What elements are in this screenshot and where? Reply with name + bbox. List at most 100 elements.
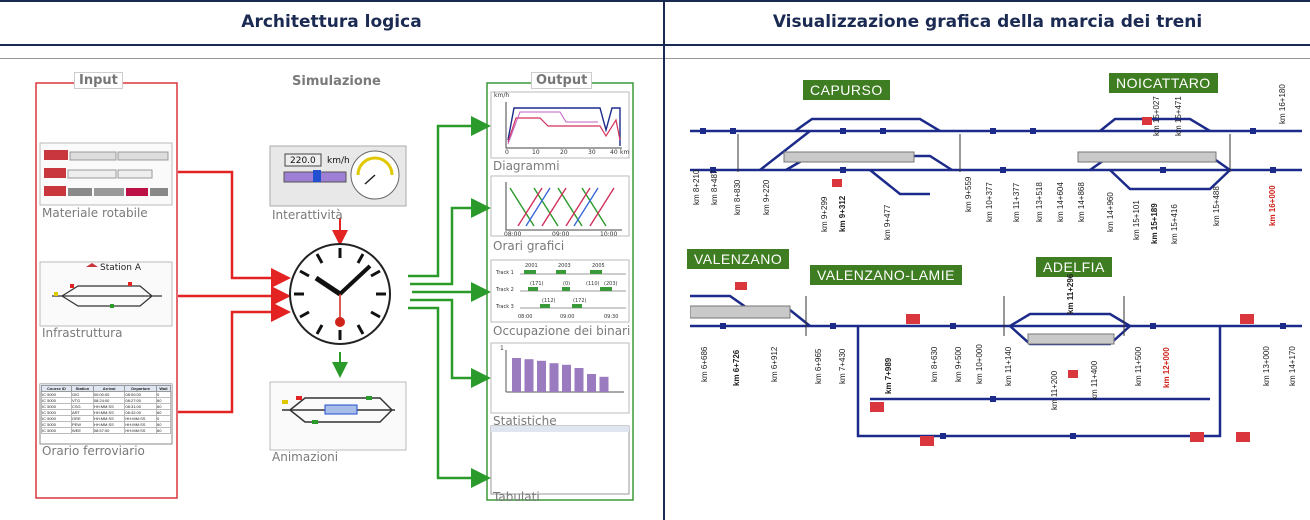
- stats-bar: [599, 376, 609, 392]
- speed-value: 220.0: [290, 156, 316, 166]
- input-label-rolling-stock: Materiale rotabile: [42, 206, 148, 220]
- timetable-axis-2: 10:00: [600, 231, 618, 238]
- building-adelfia: [1068, 370, 1078, 378]
- platform-noicattaro: [1077, 151, 1217, 163]
- stats-bar: [537, 360, 546, 392]
- table-cell: WEE: [70, 427, 94, 434]
- signal-red-4: [1190, 432, 1204, 442]
- diagram-x-10: 10: [532, 149, 540, 156]
- km-label: km 15+488: [1212, 186, 1221, 226]
- diagram-x-unit: km: [620, 149, 630, 156]
- output-label-statistics: Statistiche: [493, 414, 557, 428]
- km-label: km 15+471: [1174, 96, 1183, 136]
- speed-unit: km/h: [327, 156, 350, 166]
- track-num-110: (110): [586, 281, 600, 287]
- km-label: km 14+868: [1077, 182, 1086, 222]
- graphic-timetable-thumbnail: [490, 175, 630, 237]
- track-axis-2: 09:30: [604, 314, 619, 320]
- station-a-label: Station A: [100, 263, 142, 273]
- track-num-2003: 2003: [558, 263, 571, 269]
- track-label-2: Track 2: [496, 287, 514, 293]
- km-label: km 6+965: [814, 348, 823, 384]
- platform-valenzano: [690, 305, 791, 319]
- table-cell: HH:MM:SS: [124, 427, 157, 434]
- diagram-x-0: 0: [505, 149, 509, 156]
- sim-label-interactivity: Interattività: [272, 208, 343, 222]
- km-label: km 14+960: [1106, 192, 1115, 232]
- km-label: km 15+101: [1132, 200, 1141, 240]
- track-num-0: (0): [563, 281, 571, 287]
- km-label: km 8+487: [710, 169, 719, 205]
- track-axis-0: 08:00: [518, 314, 533, 320]
- km-label: km 9+220: [762, 179, 771, 215]
- input-label-infrastructure: Infrastruttura: [42, 326, 123, 340]
- km-label: km 8+630: [930, 346, 939, 382]
- km-label: km 7+430: [838, 348, 847, 384]
- column-divider: [663, 0, 665, 520]
- km-label: km 9+500: [954, 346, 963, 382]
- stats-bar: [549, 363, 559, 392]
- right-header: Visualizzazione grafica della marcia dei…: [772, 12, 1203, 32]
- stats-max-label: 1: [500, 345, 504, 352]
- km-label: km 10+377: [985, 182, 994, 222]
- km-label: km 14+170: [1288, 346, 1297, 386]
- station-clock: [289, 243, 391, 345]
- km-label: km 9+312: [838, 195, 847, 232]
- input-label-timetable: Orario ferroviario: [42, 444, 145, 458]
- platform-capurso: [783, 151, 915, 163]
- stats-bar: [524, 359, 534, 392]
- interactivity-thumbnail: [269, 145, 407, 207]
- track-label-1: Track 1: [496, 270, 514, 276]
- km-label: km 8+210: [692, 169, 701, 205]
- km-label: km 6+726: [732, 349, 741, 386]
- diagram-x-40: 40: [610, 149, 618, 156]
- arrow-out-4: [410, 298, 491, 388]
- signal-red-2: [870, 402, 884, 412]
- km-label: km 11+200: [1050, 370, 1059, 410]
- km-label: km 15+027: [1152, 96, 1161, 136]
- km-label: km 11+500: [1134, 346, 1143, 386]
- km-label: km 11+400: [1090, 360, 1099, 400]
- track-occupation-thumbnail: [490, 259, 630, 323]
- track-num-2005: 2005: [592, 263, 605, 269]
- signal-red-1: [906, 314, 920, 324]
- km-label: km 12+000: [1162, 347, 1171, 388]
- km-label: km 9+477: [883, 204, 892, 240]
- rolling-stock-thumbnail: [39, 142, 173, 206]
- stats-bar: [587, 374, 596, 392]
- track-num-171: (171): [530, 281, 544, 287]
- building-capurso: [832, 179, 842, 187]
- timetable-axis-1: 09:00: [552, 231, 570, 238]
- km-label: km 9+299: [820, 196, 829, 232]
- output-label-diagrams: Diagrammi: [493, 159, 560, 173]
- track-axis-1: 09:00: [560, 314, 575, 320]
- architecture-diagram: [35, 82, 634, 501]
- output-label-track-occupation: Occupazione dei binari: [493, 324, 631, 338]
- diagram-x-30: 30: [588, 149, 596, 156]
- track-num-203: (203): [604, 281, 618, 287]
- output-label-spreadsheets: Tabulati: [493, 490, 540, 504]
- km-label: km 11+296: [1066, 273, 1075, 314]
- km-label: km 6+686: [700, 346, 709, 382]
- statistics-thumbnail: [490, 342, 630, 414]
- track-label-3: Track 3: [496, 304, 514, 310]
- stats-bar: [574, 368, 584, 392]
- left-header: Architettura logica: [241, 12, 422, 32]
- output-label-graphic-timetable: Orari grafici: [493, 239, 565, 253]
- km-label: km 6+912: [770, 346, 779, 382]
- station-capurso: CAPURSO: [803, 80, 890, 100]
- km-label: km 13+518: [1035, 182, 1044, 222]
- timetable-axis-0: 08:00: [504, 231, 522, 238]
- sim-label-animations: Animazioni: [272, 450, 339, 464]
- diagram-yaxis-label: km/h: [494, 92, 510, 99]
- track-num-172: (172): [573, 298, 587, 304]
- table-cell: IC 5000: [41, 427, 72, 434]
- arrow-input-1: [178, 170, 291, 288]
- diagram-x-20: 20: [560, 149, 568, 156]
- km-label: km 11+140: [1004, 346, 1013, 386]
- building-valenzano: [735, 282, 747, 290]
- stats-bar: [512, 358, 521, 392]
